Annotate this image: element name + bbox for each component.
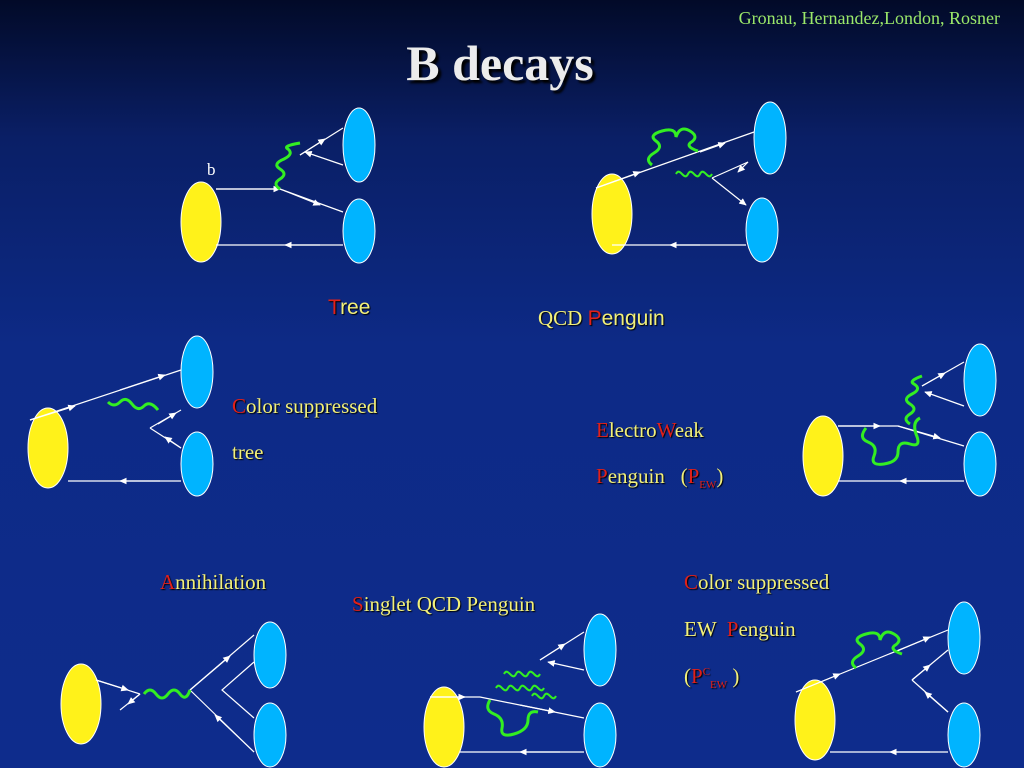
tree-diagram bbox=[180, 107, 376, 264]
singlet-qcd-penguin-label: Singlet QCD Penguin bbox=[352, 592, 536, 616]
author-credit: Gronau, Hernandez,London, Rosner bbox=[738, 8, 1000, 28]
singlet-qcd-penguin-diagram bbox=[423, 613, 617, 768]
color-suppressed-ew-penguin-label: Color suppressed bbox=[684, 570, 830, 594]
qcd-penguin-diagram bbox=[591, 101, 787, 263]
tree-label: Tree bbox=[328, 296, 371, 319]
electroweak-penguin-label: ElectroWeak bbox=[596, 418, 704, 442]
qcd-penguin-label: QCD Penguin bbox=[538, 306, 665, 330]
electroweak-penguin-label-line2: Penguin (PEW) bbox=[596, 464, 724, 492]
slide-title: B decays bbox=[406, 35, 594, 91]
annihilation-diagram bbox=[60, 621, 287, 768]
final-meson bbox=[342, 107, 376, 183]
color-suppressed-tree-label: Color suppressed bbox=[232, 394, 378, 418]
gluon bbox=[675, 170, 713, 178]
electroweak-penguin-diagram bbox=[802, 343, 997, 497]
annihilation-label: Annihilation bbox=[160, 570, 267, 594]
color-suppressed-tree-diagram bbox=[27, 335, 214, 497]
b-meson bbox=[180, 181, 222, 263]
w-boson bbox=[274, 141, 301, 191]
final-meson bbox=[342, 198, 376, 264]
color-suppressed-ew-penguin-label-line3: (PCEW ) bbox=[684, 664, 740, 692]
color-suppressed-tree-label-line2: tree bbox=[232, 440, 264, 464]
color-suppressed-ew-penguin-diagram bbox=[794, 601, 981, 768]
b-quark-label: b bbox=[207, 160, 216, 179]
color-suppressed-ew-penguin-label-line2: EW Penguin bbox=[684, 617, 796, 641]
